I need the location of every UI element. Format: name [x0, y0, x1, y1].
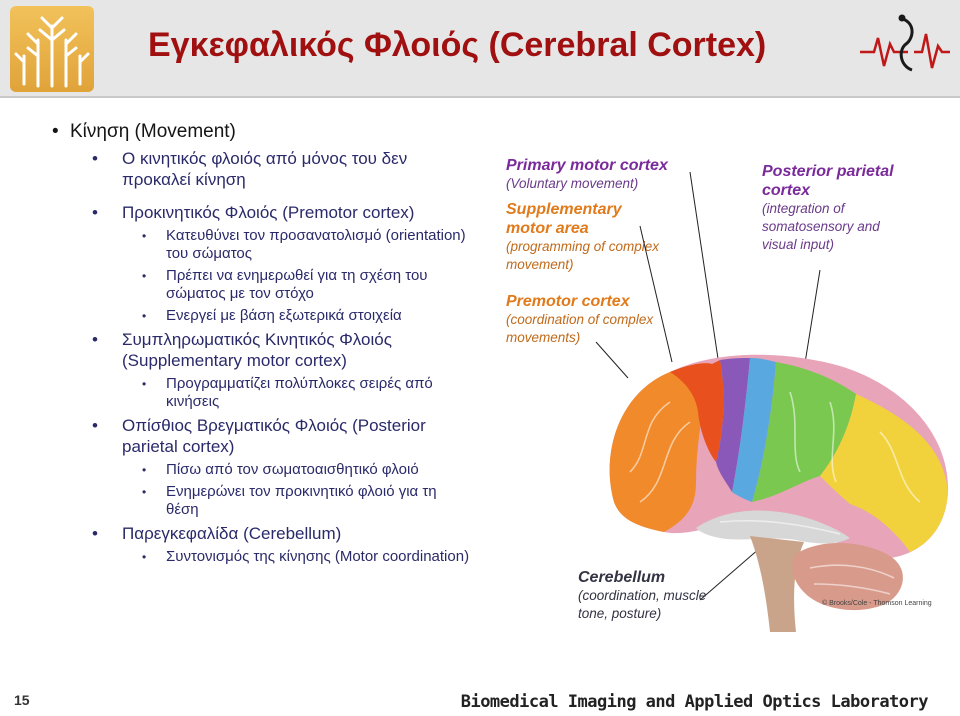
- region-somatosensory: [732, 358, 776, 502]
- university-logo: [10, 6, 94, 92]
- leader-premotor: [595, 341, 629, 379]
- bullet-orientation: Κατευθύνει τον προσανατολισμό (orientati…: [52, 227, 472, 263]
- label-cerebellum: Cerebellum (coordination, muscle tone, p…: [578, 569, 707, 621]
- bullet-complex-sequences: Προγραμματίζει πολύπλοκες σειρές από κιν…: [52, 375, 472, 411]
- slide-title: Εγκεφαλικός Φλοιός (Cerebral Cortex): [148, 26, 767, 64]
- region-temporal: [696, 510, 850, 544]
- brain-stem: [750, 536, 804, 632]
- slide-header: Εγκεφαλικός Φλοιός (Cerebral Cortex): [0, 0, 960, 98]
- region-posterior-parietal: [752, 362, 856, 502]
- region-premotor: [609, 363, 712, 532]
- bullet-motor-cortex: Ο κινητικός φλοιός από μόνος του δεν προ…: [52, 148, 472, 190]
- region-supplementary: [670, 360, 724, 462]
- leader-supplementary: [639, 225, 673, 363]
- figure-copyright: © Brooks/Cole - Thomson Learning: [822, 600, 932, 607]
- label-posterior-parietal: Posterior parietal cortex (integration o…: [762, 163, 894, 252]
- bullet-movement: Κίνηση (Movement): [52, 120, 472, 144]
- label-primary-motor: Primary motor cortex (Voluntary movement…: [506, 157, 668, 191]
- bullet-list: Κίνηση (Movement) Ο κινητικός φλοιός από…: [52, 118, 472, 566]
- region-primary-motor: [716, 358, 750, 492]
- leader-primary: [689, 171, 721, 373]
- label-supplementary-motor: Supplementary motor area (programming of…: [506, 201, 660, 272]
- bullet-premotor: Προκινητικός Φλοιός (Premotor cortex): [52, 202, 472, 223]
- bullet-supplementary: Συμπληρωματικός Κινητικός Φλοιός (Supple…: [52, 329, 472, 371]
- bullet-informs-premotor: Ενημερώνει τον προκινητικό φλοιό για τη …: [52, 483, 472, 519]
- tree-emblem-icon: [14, 16, 90, 88]
- bullet-posterior-parietal: Οπίσθιος Βρεγματικός Φλοιός (Posterior p…: [52, 415, 472, 457]
- bullet-external-cues: Ενεργεί με βάση εξωτερικά στοιχεία: [52, 307, 472, 325]
- bullet-body-target: Πρέπει να ενημερωθεί για τη σχέση του σώ…: [52, 267, 472, 303]
- bullet-cerebellum: Παρεγκεφαλίδα (Cerebellum): [52, 523, 472, 544]
- leader-cerebellum: [699, 547, 761, 601]
- page-number: 15: [14, 692, 30, 708]
- bullet-motor-coordination: Συντονισμός της κίνησης (Motor coordinat…: [52, 548, 472, 566]
- brain-illustration: [609, 354, 949, 632]
- footer-lab-name: Biomedical Imaging and Applied Optics La…: [460, 692, 929, 712]
- lab-waveform-logo-icon: [860, 14, 950, 72]
- region-occipital: [820, 394, 948, 552]
- cerebellum: [792, 542, 903, 611]
- label-premotor: Premotor cortex (coordination of complex…: [506, 293, 654, 345]
- bullet-behind-somatosensory: Πίσω από τον σωματοαισθητικό φλοιό: [52, 461, 472, 479]
